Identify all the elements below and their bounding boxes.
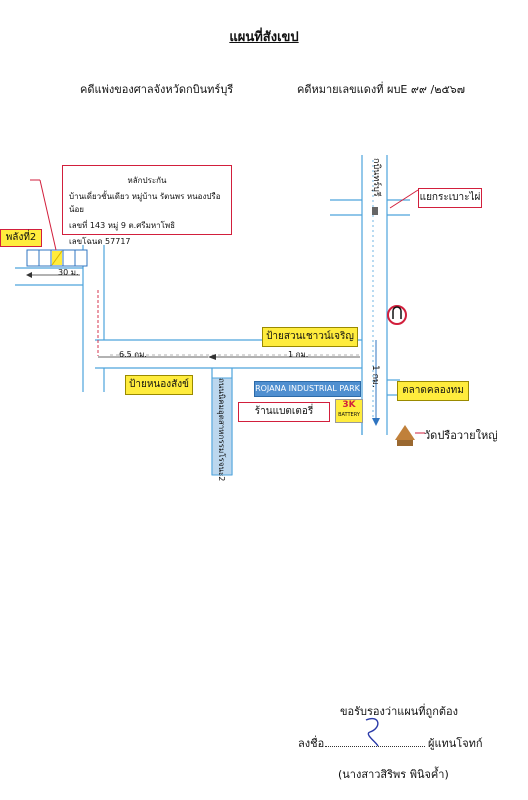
u-turn-icon: [387, 305, 407, 325]
junction-label: แยกระเบาะไผ่: [418, 188, 482, 208]
dist-1km: 1 กม.: [288, 350, 309, 359]
case-number: คดีหมายเลขแดงที่ ผบE ๙๙ /๒๕๖๗: [297, 83, 466, 96]
center-road-fill: [211, 377, 233, 476]
certify-text: ขอรับรองว่าแผนที่ถูกต้อง: [340, 705, 459, 718]
signer-name: (นางสาวสิริพร พินิจค้ำ): [338, 768, 449, 781]
rojana-label: ROJANA INDUSTRIAL PARK: [254, 381, 361, 397]
battery-shop-label: ร้านแบตเตอรี่: [238, 402, 330, 422]
dist-6-5km: 6.5 กม.: [119, 350, 147, 359]
temple-label: วัดปรือวายใหญ่: [424, 429, 498, 442]
pole-label: พลังที่2: [0, 229, 42, 247]
garden-sign-label: ป้ายสวนเชาวน์เจริญ: [262, 327, 358, 347]
nongsai-sign-label: ป้ายหนองสังข์: [125, 375, 193, 395]
highway-name: กบินทร์บุรี: [371, 158, 381, 197]
market-label: ตลาดคลองทม: [397, 381, 469, 401]
dist-1km-vertical: 1 กม.: [370, 365, 380, 388]
signature-scribble: [365, 717, 379, 747]
role-label: ผู้แทนโจทก์: [428, 737, 483, 750]
signature-line: [325, 746, 425, 747]
dist-30m: 30 ม.: [58, 268, 79, 277]
battery-logo: 3K BATTERY: [335, 399, 363, 423]
sign-label: ลงชื่อ: [298, 737, 325, 750]
temple-icon: [395, 425, 415, 440]
collateral-box: หลักประกัน บ้านเดี่ยวชั้นเดียว หมู่บ้าน …: [62, 165, 232, 246]
page-title: แผนที่สังเขป: [229, 30, 299, 45]
court-name: คดีแพ่งของศาลจังหวัดกบินทร์บุรี: [80, 83, 234, 96]
center-road-label: ถนนนิคมอุตสาหกรรมโรจนะ2: [217, 378, 226, 482]
